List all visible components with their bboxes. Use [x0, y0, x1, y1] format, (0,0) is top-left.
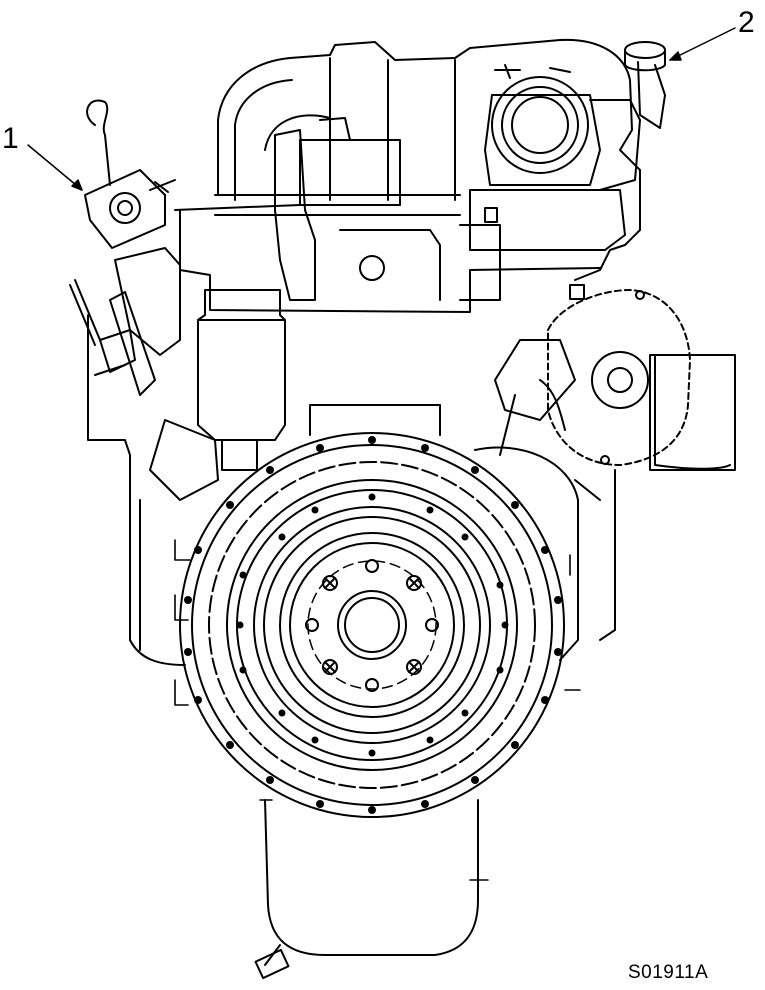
flywheel: [226, 479, 518, 771]
flywheel-bolts: [184, 436, 562, 814]
flywheel-inner-bolts: [236, 493, 509, 757]
oil-pan: [254, 799, 489, 980]
breather-component: [624, 41, 666, 129]
callout-number-2: 2: [738, 6, 755, 39]
hub-bolts: [305, 559, 439, 692]
callout-number-1: 1: [2, 122, 19, 155]
alternator-assembly: [494, 289, 736, 471]
turbocharger: [459, 64, 641, 301]
callout-leaders: [27, 27, 736, 191]
engine-head-outline: [174, 38, 641, 313]
right-lower-housing: [474, 446, 616, 661]
left-sensor-bracket: [69, 99, 181, 396]
flywheel-housing: [174, 404, 581, 818]
figure-id-label: S01911A: [628, 962, 709, 983]
oil-filter: [197, 289, 286, 471]
left-side-housing: [87, 314, 219, 666]
